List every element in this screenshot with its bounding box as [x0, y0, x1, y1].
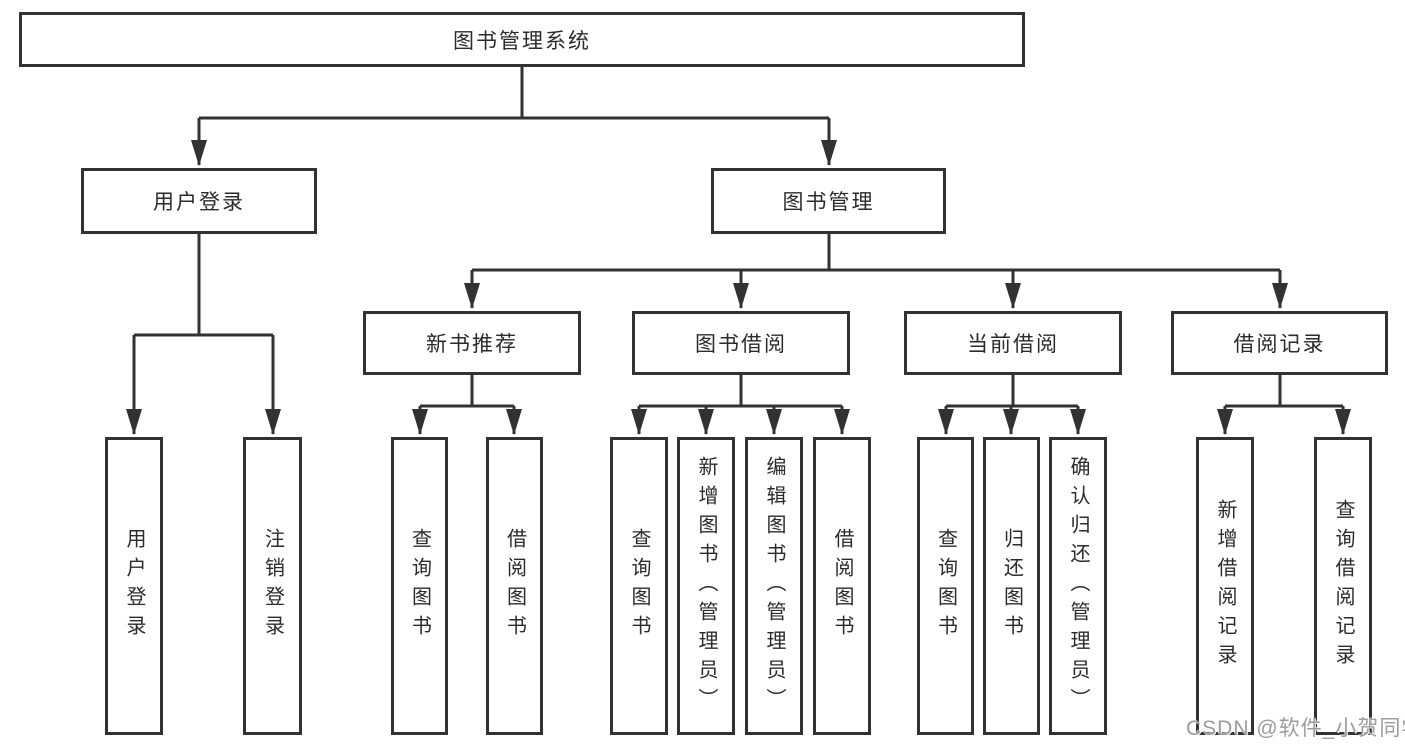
leaf-borrow-books-1: 借阅图书 — [486, 437, 543, 735]
leaf-borrow-books-2: 借阅图书 — [813, 437, 871, 735]
leaf-add-borrow-record: 新增借阅记录 — [1196, 437, 1254, 735]
node-user-login: 用户登录 — [81, 168, 317, 234]
leaf-logout-label: 注销登录 — [261, 528, 284, 644]
node-book-management-label: 图书管理 — [782, 191, 875, 214]
leaf-edit-book-admin: 编辑图书（管理员） — [745, 437, 803, 735]
leaf-query-books-1-label: 查询图书 — [408, 528, 431, 644]
leaf-query-books-2: 查询图书 — [610, 437, 668, 735]
node-book-borrow: 图书借阅 — [632, 311, 850, 375]
node-user-login-label: 用户登录 — [153, 191, 245, 214]
leaf-add-book-admin-label: 新增图书（管理员） — [695, 455, 717, 717]
leaf-add-borrow-record-label: 新增借阅记录 — [1214, 499, 1236, 673]
node-new-book-recommend: 新书推荐 — [363, 311, 581, 375]
node-new-book-recommend-label: 新书推荐 — [426, 333, 518, 356]
node-current-borrow-label: 当前借阅 — [967, 333, 1059, 356]
leaf-confirm-return-admin-label: 确认归还（管理员） — [1067, 455, 1089, 717]
leaf-borrow-books-2-label: 借阅图书 — [831, 528, 853, 644]
node-book-borrow-label: 图书借阅 — [695, 333, 787, 356]
node-borrow-records-label: 借阅记录 — [1233, 333, 1326, 356]
leaf-return-book: 归还图书 — [983, 437, 1040, 735]
leaf-borrow-books-1-label: 借阅图书 — [503, 528, 526, 644]
node-borrow-records: 借阅记录 — [1171, 311, 1388, 375]
leaf-return-book-label: 归还图书 — [1000, 528, 1023, 644]
leaf-edit-book-admin-label: 编辑图书（管理员） — [763, 455, 785, 717]
leaf-query-books-3-label: 查询图书 — [934, 528, 957, 644]
leaf-user-login-label: 用户登录 — [123, 528, 145, 644]
csdn-watermark: CSDN @软件_小贺同学 — [1186, 717, 1405, 740]
leaf-query-books-2-label: 查询图书 — [628, 528, 650, 644]
leaf-query-books-3: 查询图书 — [917, 437, 974, 735]
leaf-confirm-return-admin: 确认归还（管理员） — [1049, 437, 1107, 735]
leaf-query-borrow-record: 查询借阅记录 — [1314, 437, 1372, 735]
leaf-user-login: 用户登录 — [105, 437, 163, 735]
leaf-add-book-admin: 新增图书（管理员） — [677, 437, 735, 735]
node-root: 图书管理系统 — [19, 12, 1025, 67]
leaf-query-books-1: 查询图书 — [391, 437, 448, 735]
leaf-logout: 注销登录 — [243, 437, 302, 735]
node-root-label: 图书管理系统 — [453, 29, 591, 53]
leaf-query-borrow-record-label: 查询借阅记录 — [1332, 499, 1354, 673]
node-current-borrow: 当前借阅 — [904, 311, 1122, 375]
node-book-management: 图书管理 — [711, 168, 946, 234]
